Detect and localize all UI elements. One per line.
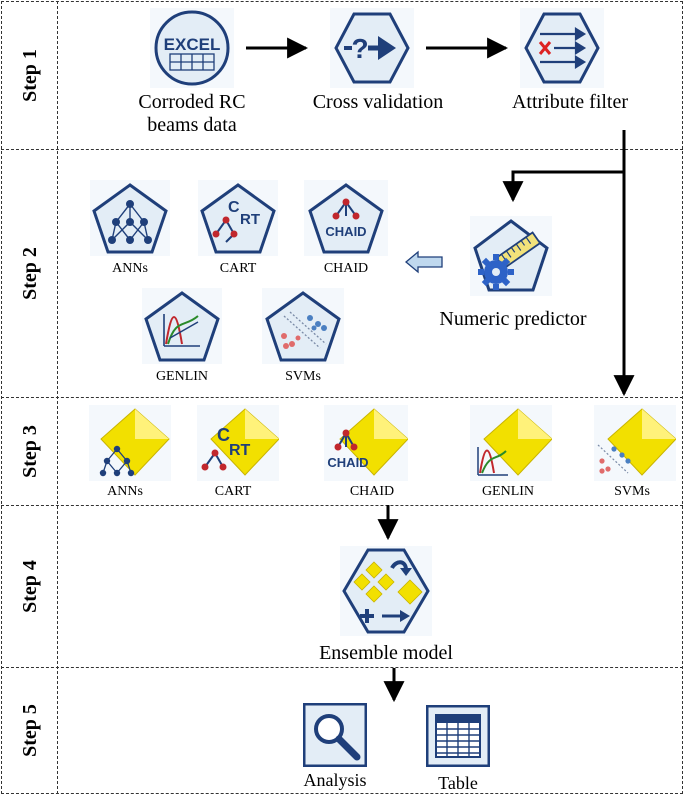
numeric-predictor-label: Numeric predictor — [439, 308, 587, 330]
genlin-node-icon[interactable] — [142, 288, 222, 364]
svg-text:CHAID: CHAID — [325, 224, 366, 239]
genlin-nugget-label: GENLIN — [481, 484, 535, 499]
svm-nugget-label: SVMs — [614, 484, 650, 499]
arrow-predictor-to-models — [404, 250, 443, 274]
chaid-label: CHAID — [323, 261, 369, 276]
ann-label: ANNs — [112, 261, 148, 276]
svg-text:EXCEL: EXCEL — [164, 35, 221, 54]
svg-text:C: C — [217, 425, 230, 445]
svg-text:?: ? — [351, 33, 368, 64]
numeric-predictor-icon[interactable] — [470, 216, 552, 296]
cart-nugget-label: CART — [214, 484, 252, 499]
chaid-node-icon[interactable]: CHAID — [304, 180, 388, 256]
row-divider-4 — [1, 667, 683, 668]
cart-node-icon[interactable]: C RT — [198, 180, 278, 256]
cross-validation-label: Cross validation — [312, 91, 444, 113]
svg-text:RT: RT — [229, 442, 251, 459]
svm-nugget-icon[interactable] — [594, 405, 676, 481]
svg-text:RT: RT — [240, 211, 260, 228]
chaid-nugget-icon[interactable]: CHAID — [324, 405, 408, 481]
ensemble-model-label: Ensemble model — [319, 642, 453, 664]
cart-label: CART — [219, 261, 257, 276]
svm-node-icon[interactable] — [262, 288, 344, 364]
analysis-label: Analysis — [303, 770, 367, 790]
row-divider-3 — [1, 505, 683, 506]
analysis-icon[interactable] — [303, 703, 367, 767]
cross-validation-icon[interactable]: ? — [330, 8, 414, 88]
svg-text:C: C — [228, 199, 240, 216]
svg-text:CHAID: CHAID — [327, 455, 368, 470]
chaid-nugget-label: CHAID — [349, 484, 395, 499]
ann-nugget-label: ANNs — [107, 484, 143, 499]
ensemble-model-icon[interactable] — [340, 546, 432, 636]
excel-source-icon[interactable]: EXCEL — [150, 8, 234, 88]
arrow-filter-to-predictor — [502, 170, 624, 203]
ann-node-icon[interactable] — [90, 180, 170, 256]
row-divider-1 — [1, 149, 683, 150]
svm-label: SVMs — [285, 369, 321, 384]
genlin-nugget-icon[interactable] — [470, 405, 552, 481]
cart-nugget-icon[interactable]: C RT — [197, 405, 279, 481]
table-icon[interactable] — [426, 705, 490, 767]
row-divider-2 — [1, 397, 683, 398]
attribute-filter-label: Attribute filter — [511, 91, 629, 113]
attribute-filter-icon[interactable] — [520, 8, 604, 88]
table-label: Table — [438, 773, 478, 793]
genlin-label: GENLIN — [155, 369, 209, 384]
ann-nugget-icon[interactable] — [89, 405, 171, 481]
